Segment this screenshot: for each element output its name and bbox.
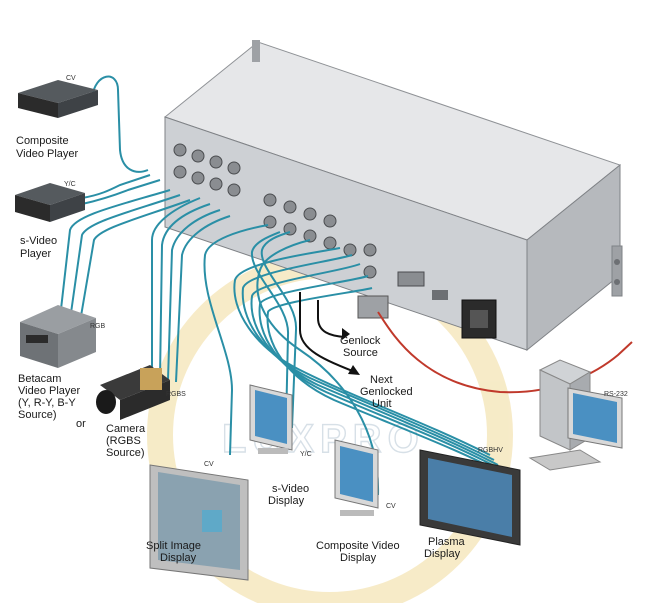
cable-genlock-next	[299, 292, 356, 373]
composite-display	[334, 439, 379, 516]
rack-screw	[614, 279, 620, 285]
device-labels: Composite Video Player s-Video Player Be…	[16, 135, 468, 564]
rack-screw	[614, 259, 620, 265]
cable-yc-input-2	[81, 179, 161, 205]
cable-yc-display-2	[250, 231, 290, 427]
cable-rgbhv-2	[241, 254, 495, 461]
player-side	[58, 90, 98, 118]
label-betacam: Betacam Video Player (Y, R-Y, B-Y Source…	[18, 373, 83, 421]
signal-labels: CV Y/C RGB RGBS CV Y/C CV RGBHV RS-232	[64, 75, 628, 510]
monitor-screen	[255, 390, 287, 444]
label-next-genlocked: Next Genlocked Unit	[360, 374, 416, 410]
camera	[96, 365, 170, 420]
signal-rgb: RGB	[90, 323, 106, 330]
cable-yc-display-1	[260, 231, 298, 429]
signal-rgbhv: RGBHV	[478, 447, 503, 454]
rack-ear-left	[252, 40, 260, 62]
svideo-display	[249, 384, 293, 454]
cable-rgb-2	[69, 194, 181, 321]
label-plasma: Plasma Display	[424, 536, 468, 560]
player-front	[15, 195, 50, 222]
signal-cv-split: CV	[204, 461, 214, 468]
pc-keyboard	[528, 449, 602, 471]
cable-cv-display	[256, 239, 380, 496]
plasma-screen	[428, 458, 512, 537]
ethernet-port	[432, 290, 448, 300]
player-front	[18, 93, 58, 118]
label-or: or	[76, 418, 86, 430]
betacam-player	[20, 305, 96, 368]
monitor-base	[258, 448, 288, 454]
cable-rgb-3	[79, 199, 191, 323]
betacam-side	[58, 318, 96, 368]
camera-lens	[96, 390, 116, 414]
cable-rgbs-4	[175, 215, 231, 383]
cable-genlock-source	[317, 300, 346, 338]
pc-tower-front	[539, 369, 571, 451]
betacam-front	[20, 322, 58, 368]
cable-cv-split	[203, 224, 269, 456]
rs232-port	[397, 271, 425, 287]
cable-rgbs-1	[151, 197, 201, 375]
genlock-arrow	[342, 328, 350, 340]
svideo-player	[15, 183, 85, 222]
rs232-line	[377, 311, 633, 394]
cable-cv-input	[91, 75, 149, 173]
signal-rgbs: RGBS	[166, 391, 186, 398]
output-connectors	[263, 193, 377, 279]
monitor-base	[340, 510, 374, 516]
rs232-connector	[357, 295, 389, 319]
rs232-cable	[357, 295, 633, 394]
cable-rgb-1	[59, 189, 171, 319]
cable-yc-input-1	[81, 174, 151, 199]
signal-cv-top: CV	[66, 75, 76, 82]
genlock-cables	[299, 292, 356, 373]
signal-rs232: RS-232	[604, 391, 628, 398]
signal-cv-display: CV	[386, 503, 396, 510]
split-image-display	[149, 464, 249, 581]
genlock-next-arrow	[348, 365, 360, 375]
input-connectors	[173, 143, 241, 197]
player-top	[18, 80, 98, 103]
label-genlock-source: Genlock Source	[340, 335, 383, 359]
display-screen	[158, 472, 240, 570]
betacam-top	[20, 305, 96, 334]
betacam-slot	[26, 335, 48, 343]
cable-rgbhv-1	[233, 247, 491, 456]
plasma-display	[419, 449, 521, 546]
cable-rgbs-3	[167, 209, 221, 381]
control-pc	[528, 359, 623, 471]
power-socket	[470, 310, 488, 328]
rack-ear-right	[611, 245, 623, 297]
player-top	[15, 183, 85, 205]
camera-handle	[140, 368, 162, 390]
pc-monitor-screen	[573, 393, 617, 443]
label-composite-display: Composite Video Display	[316, 540, 403, 564]
label-split-display: Split Image Display	[146, 540, 204, 564]
signal-yc-display: Y/C	[300, 451, 312, 458]
signal-yc-top: Y/C	[64, 181, 76, 188]
cable-rgbhv-5	[266, 287, 507, 476]
label-camera: Camera (RGBS Source)	[106, 423, 148, 459]
monitor-screen	[340, 446, 373, 502]
label-svideo-player: s-Video Player	[20, 235, 60, 260]
label-svideo-display: s-Video Display	[268, 483, 312, 507]
video-cables	[59, 75, 507, 496]
display-window	[202, 510, 222, 532]
processor-unit	[163, 40, 623, 352]
cable-rgbs-2	[159, 203, 211, 379]
label-composite-player: Composite Video Player	[16, 135, 79, 160]
composite-video-player	[18, 80, 98, 118]
player-side	[50, 193, 85, 222]
